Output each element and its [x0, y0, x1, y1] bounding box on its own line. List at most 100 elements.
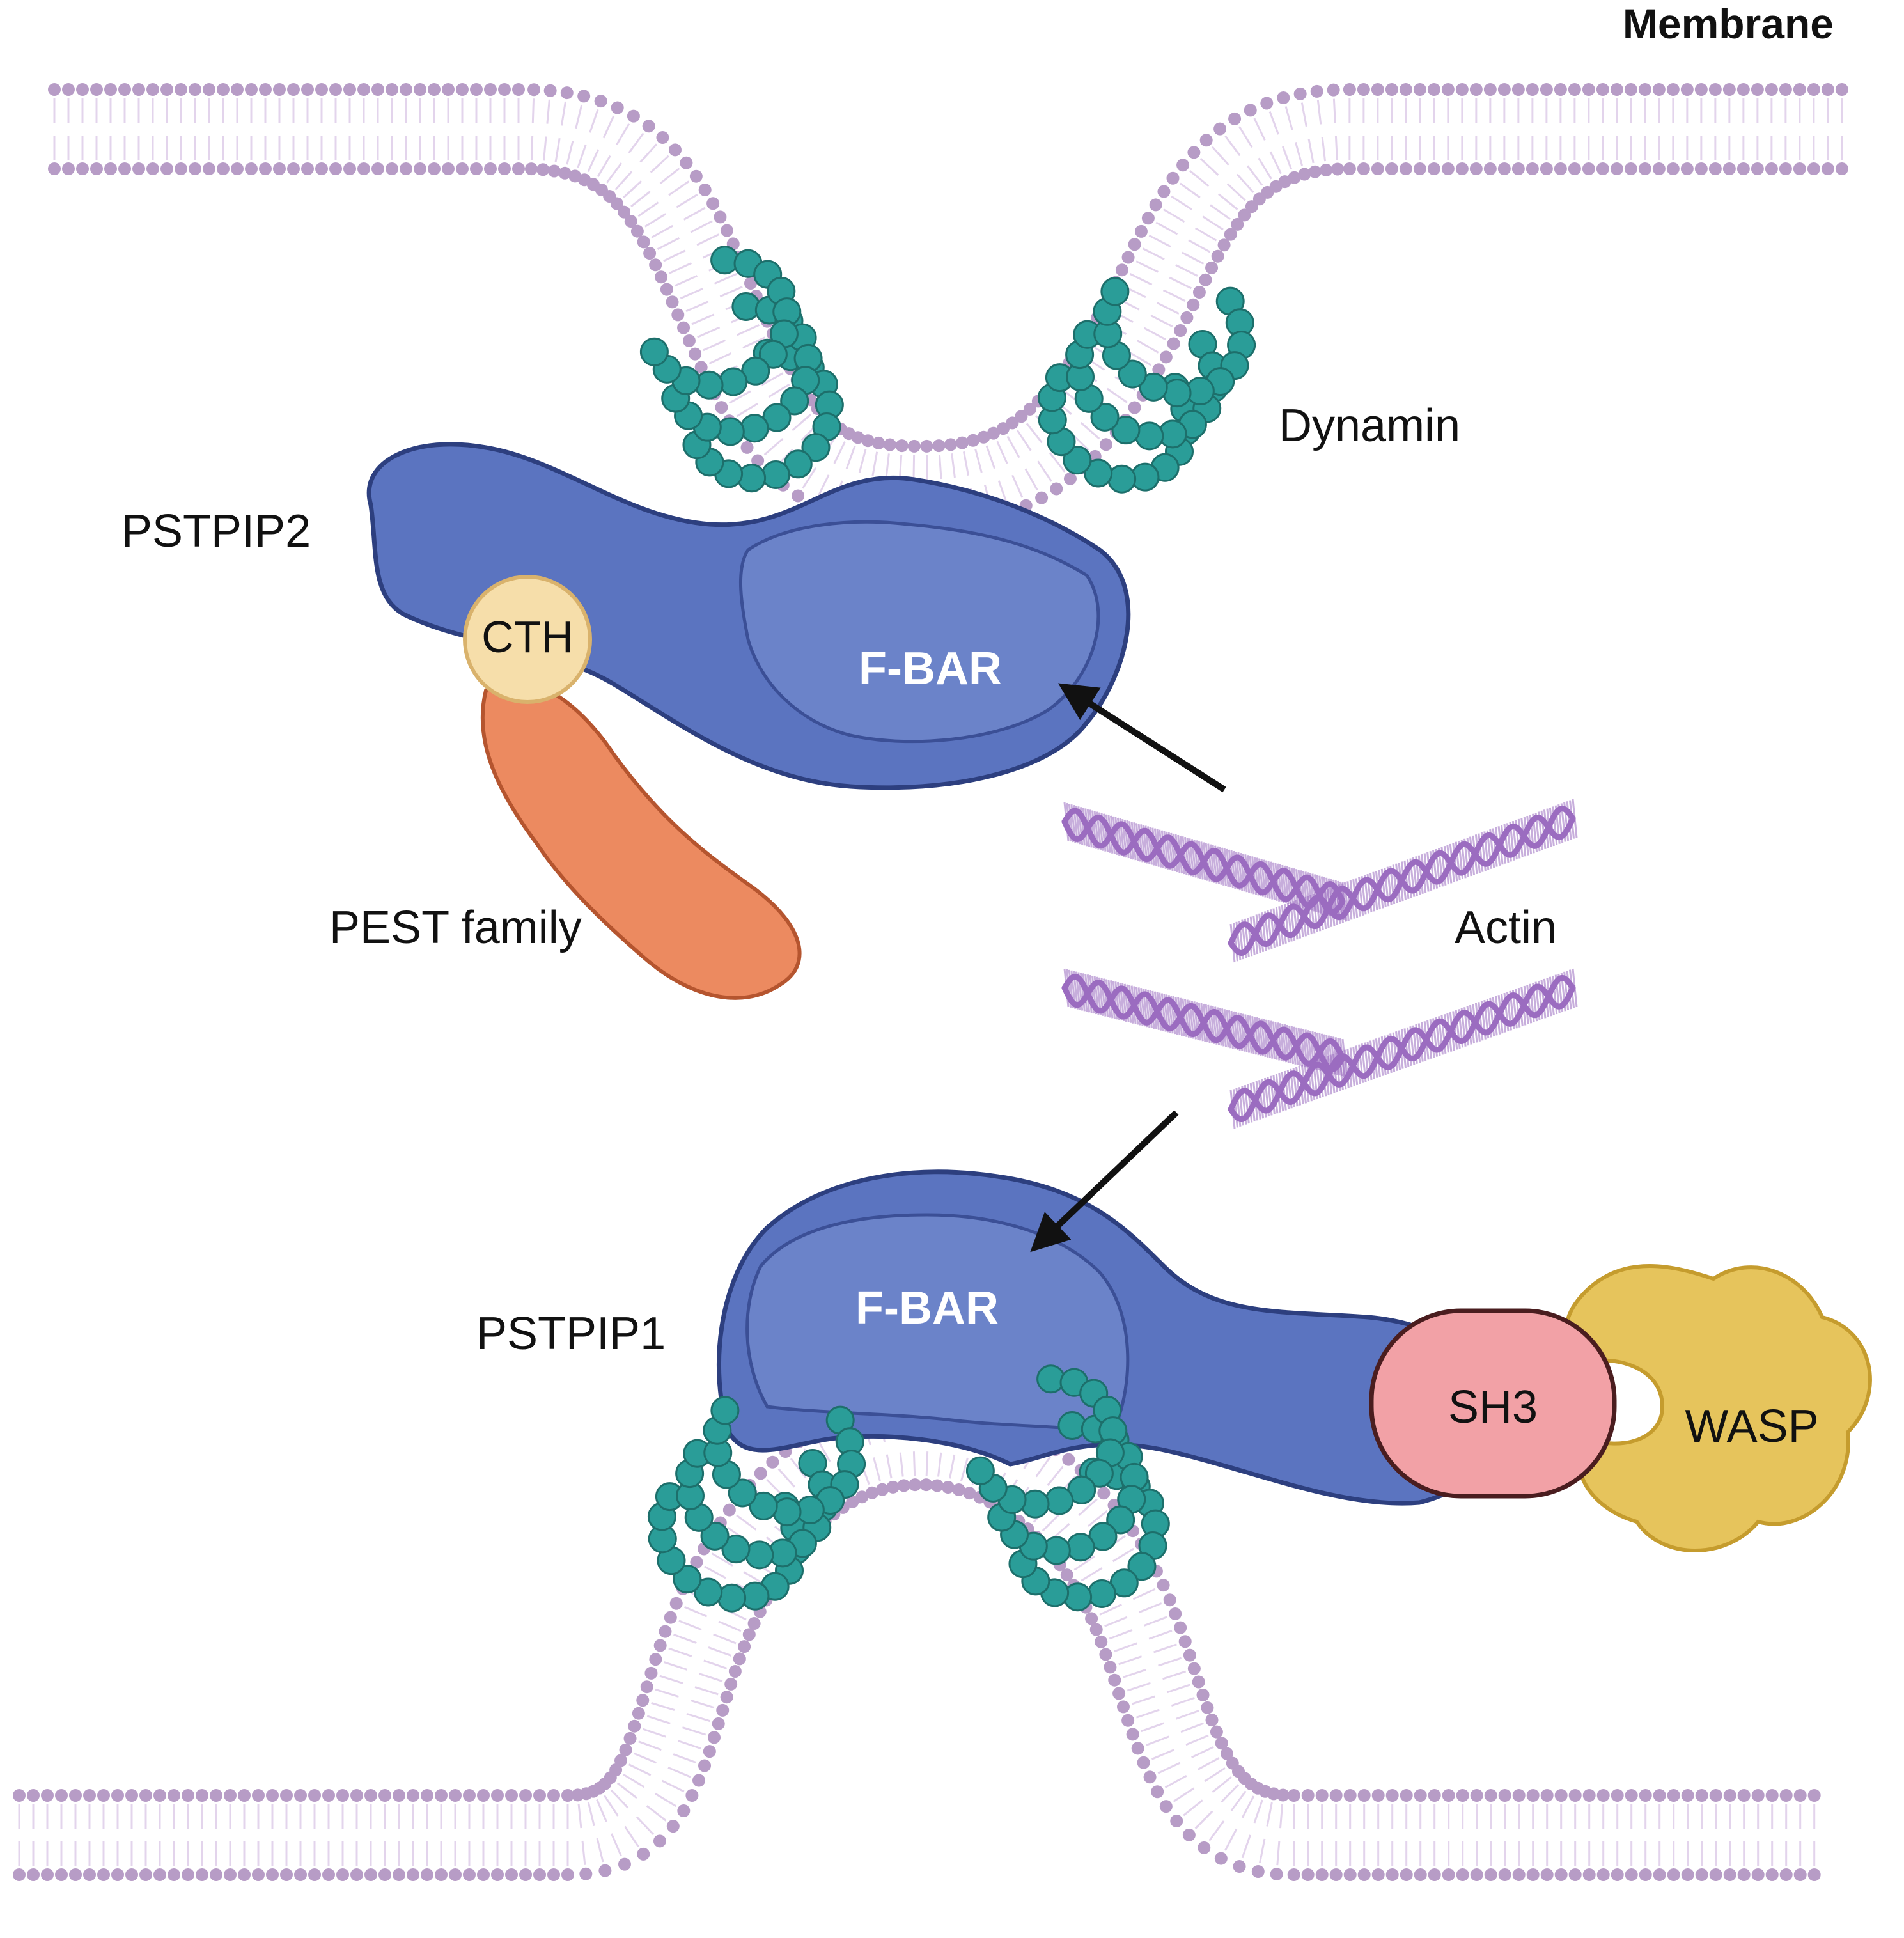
lipid-head	[1167, 337, 1180, 350]
lipid-head	[1097, 1487, 1111, 1500]
lipid-head	[1315, 1789, 1329, 1802]
lipid-tail	[606, 162, 623, 184]
actin-tick	[1135, 823, 1141, 862]
actin-tick	[1526, 985, 1533, 1024]
lipid-head	[754, 1467, 767, 1480]
lipid-head	[400, 162, 412, 175]
actin-tick	[1203, 842, 1208, 881]
lipid-head	[747, 1617, 761, 1630]
actin-tick	[1233, 850, 1239, 890]
lipid-head	[1293, 87, 1307, 100]
actin-tick	[1230, 1010, 1237, 1050]
lipid-head	[1835, 162, 1848, 175]
actin-tick	[1529, 815, 1535, 854]
actin-tick	[1137, 987, 1144, 1026]
dynamin-bead	[1084, 1458, 1114, 1488]
actin-tick	[1392, 1032, 1398, 1071]
actin-tick	[1075, 806, 1081, 845]
lipid-head	[329, 83, 342, 96]
actin-tick	[1147, 989, 1153, 1029]
lipid-head	[519, 1789, 532, 1802]
lipid-tail	[938, 454, 942, 480]
lipid-tail	[708, 1646, 732, 1657]
lipid-head	[1736, 83, 1750, 96]
lipid-head	[1180, 311, 1194, 324]
lipid-tail	[1276, 1841, 1281, 1866]
actin-tick	[1486, 999, 1492, 1038]
lipid-head	[1121, 1714, 1135, 1727]
lipid-head	[1596, 1789, 1610, 1802]
lipid-head	[1610, 162, 1623, 175]
actin-tick	[1369, 873, 1375, 912]
dynamin-bead	[772, 1497, 802, 1527]
lipid-tail	[650, 155, 669, 173]
actin-tick	[1538, 980, 1543, 1020]
actin-tick	[1112, 816, 1118, 856]
actin-tick	[1309, 873, 1315, 912]
lipid-head	[1357, 1868, 1371, 1881]
actin-tick	[1186, 999, 1192, 1038]
lipid-head	[55, 1868, 68, 1881]
lipid-tail	[1144, 1616, 1167, 1627]
lipid-head	[733, 1652, 746, 1666]
lipid-head	[245, 162, 258, 175]
actin-tick	[1569, 969, 1575, 1008]
cth-label: CTH	[481, 612, 574, 662]
actin-tick	[1437, 1016, 1444, 1055]
actin-tick	[1214, 1006, 1221, 1045]
actin-tick	[1237, 1012, 1244, 1051]
actin-tick	[1253, 1017, 1260, 1056]
lipid-head	[1327, 83, 1340, 97]
lipid-tail	[1129, 273, 1153, 286]
actin-tick	[1100, 813, 1107, 852]
actin-tick	[1304, 896, 1310, 935]
lipid-tail	[696, 233, 719, 246]
actin-tick	[1242, 854, 1248, 893]
actin-tick	[1437, 848, 1444, 887]
actin-tick	[1540, 980, 1547, 1019]
lipid-head	[1526, 83, 1539, 96]
actin-tick	[1066, 969, 1072, 1008]
actin-tick	[1267, 1077, 1273, 1116]
lipid-head	[909, 1478, 922, 1492]
actin-tick	[1091, 975, 1097, 1015]
lipid-tail	[997, 480, 1008, 504]
actin-tick	[1449, 843, 1455, 883]
lipid-head	[210, 1789, 222, 1802]
lipid-tail	[1042, 1513, 1061, 1532]
lipid-head	[343, 162, 356, 175]
lipid-head	[720, 1691, 733, 1704]
lipid-head	[1287, 1868, 1300, 1881]
actin-tick	[1406, 859, 1412, 898]
lipid-tail	[1300, 102, 1307, 127]
actin-tick	[1355, 1045, 1361, 1084]
lipid-tail	[1006, 435, 1020, 458]
lipid-head	[1835, 83, 1848, 96]
lipid-head	[505, 1868, 518, 1881]
actin-tick	[1426, 852, 1433, 891]
lipid-tail	[691, 313, 715, 325]
actin-tick	[1263, 1019, 1269, 1058]
lipid-head	[287, 83, 300, 96]
lipid-head	[414, 162, 426, 175]
lipid-head	[1497, 83, 1511, 96]
actin-tick	[1107, 815, 1114, 854]
lipid-head	[491, 1868, 504, 1881]
actin-tick	[1223, 1009, 1229, 1048]
dynamin-bead	[1162, 379, 1192, 408]
lipid-head	[1708, 83, 1722, 96]
lipid-head	[1498, 1868, 1511, 1881]
lipid-tail	[566, 140, 574, 165]
lipid-tail	[985, 445, 996, 469]
dynamin-bead	[694, 1577, 723, 1607]
lipid-head	[1442, 1789, 1455, 1802]
lipid-tail	[1099, 1604, 1122, 1616]
lipid-head	[660, 283, 673, 296]
lipid-head	[694, 361, 708, 374]
actin-tick	[1089, 809, 1095, 848]
lipid-tail	[643, 1728, 667, 1738]
lipid-tail	[581, 1840, 586, 1865]
lipid-head	[498, 83, 511, 96]
lipid-head	[1343, 83, 1356, 96]
lipid-head	[1554, 1789, 1568, 1802]
